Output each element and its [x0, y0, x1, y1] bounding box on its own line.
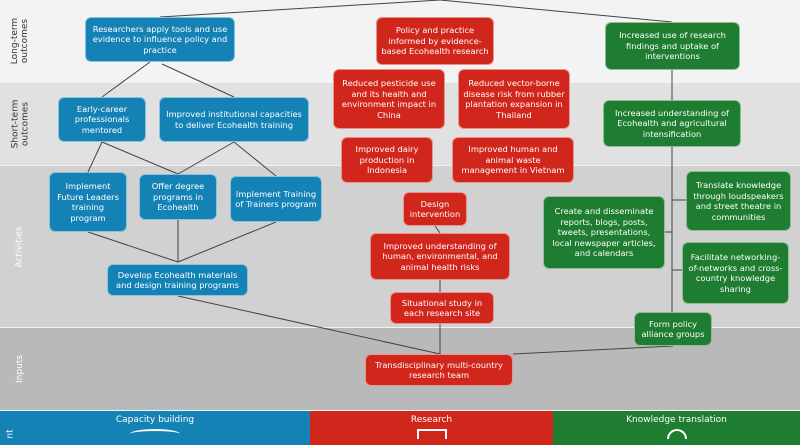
box-future-leaders: Implement Future Leaders training progra…: [49, 172, 127, 232]
speech-icon: [666, 429, 687, 439]
box-design-intervention: Design intervention: [403, 192, 467, 226]
box-pesticide-china: Reduced pesticide use and its health and…: [333, 69, 445, 129]
footer-knowledge-translation: Knowledge translation: [553, 411, 800, 445]
box-policy-alliance: Form policy alliance groups: [634, 312, 712, 346]
footer-capacity-building: nt Capacity building: [0, 411, 310, 445]
footer-capacity-label: Capacity building: [115, 415, 195, 425]
box-disseminate: Create and disseminate reports, blogs, p…: [543, 196, 665, 269]
box-vector-thailand: Reduced vector-borne disease risk from r…: [458, 69, 570, 129]
box-ecohealth-understanding: Increased understanding of Ecohealth and…: [603, 100, 741, 147]
box-health-risks: Improved understanding of human, environ…: [370, 233, 510, 280]
box-researchers-apply: Researchers apply tools and use evidence…: [85, 17, 235, 62]
footer-side-label: nt: [5, 429, 16, 439]
box-policy-informed: Policy and practice informed by evidence…: [376, 17, 494, 65]
footer-research-label: Research: [410, 415, 453, 425]
box-dairy-indonesia: Improved dairy production in Indonesia: [341, 137, 433, 183]
box-networking: Facilitate networking-of-networks and cr…: [682, 242, 789, 304]
box-research-team: Transdisciplinary multi-country research…: [365, 354, 513, 386]
box-develop-materials: Develop Ecohealth materials and design t…: [107, 264, 248, 296]
box-uptake: Increased use of research findings and u…: [605, 22, 740, 70]
people-icon: [130, 429, 180, 439]
footer-research: Research: [310, 411, 553, 445]
box-training-of-trainers: Implement Training of Trainers program: [230, 176, 322, 222]
box-waste-vietnam: Improved human and animal waste manageme…: [452, 137, 574, 183]
box-degree-programs: Offer degree programs in Ecohealth: [139, 174, 217, 220]
box-situational-study: Situational study in each research site: [390, 292, 494, 324]
box-institutional: Improved institutional capacities to del…: [159, 97, 309, 142]
box-early-career: Early-career professionals mentored: [58, 97, 146, 142]
research-icon: [416, 429, 447, 439]
box-loudspeakers: Translate knowledge through loudspeakers…: [686, 171, 791, 231]
footer-knowledge-label: Knowledge translation: [626, 415, 727, 425]
